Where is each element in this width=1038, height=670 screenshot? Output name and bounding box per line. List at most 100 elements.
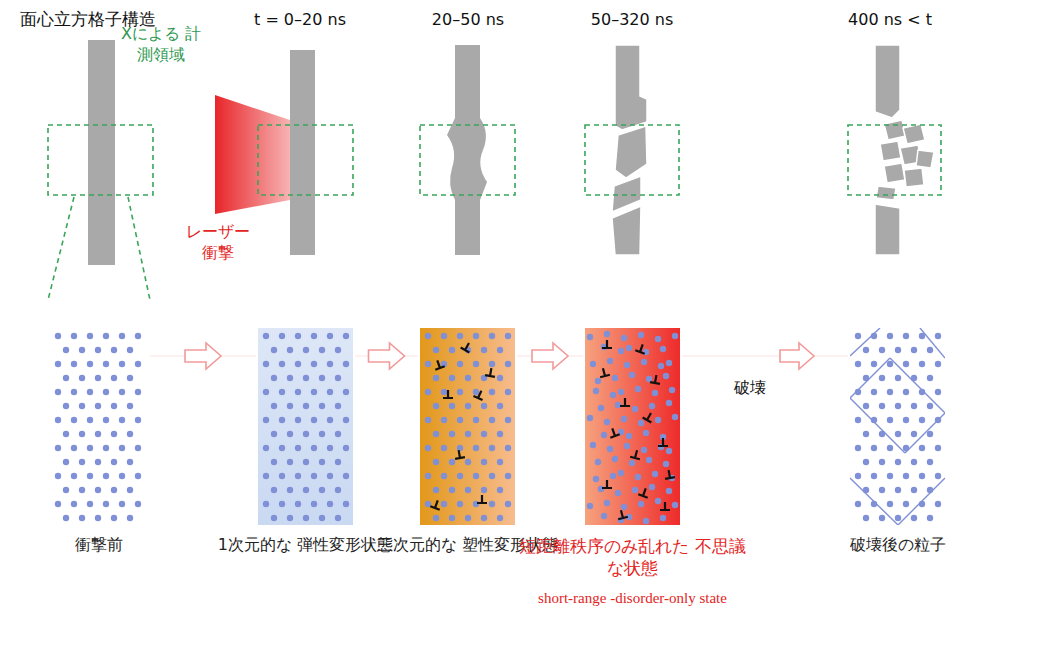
atom — [103, 417, 109, 423]
atom — [303, 487, 309, 493]
time-label: t = 0–20 ns — [240, 10, 360, 31]
atom — [607, 446, 613, 452]
atom — [505, 389, 511, 395]
atom — [610, 473, 616, 479]
atom — [473, 473, 479, 479]
grain-boundary — [850, 328, 880, 356]
atom — [343, 361, 349, 367]
laser-pulse — [215, 95, 290, 214]
atom — [271, 431, 277, 437]
atom — [465, 403, 471, 409]
atom — [55, 361, 61, 367]
zoom-line — [128, 197, 150, 300]
atom — [287, 487, 293, 493]
atom — [335, 375, 341, 381]
atom — [457, 333, 463, 339]
atom — [871, 473, 877, 479]
atom — [103, 333, 109, 339]
atom — [895, 459, 901, 465]
atom — [911, 459, 917, 465]
atom — [335, 431, 341, 437]
atom — [343, 389, 349, 395]
atom — [95, 459, 101, 465]
atom — [335, 459, 341, 465]
atom — [79, 515, 85, 521]
atom — [95, 515, 101, 521]
atom — [481, 487, 487, 493]
atom — [127, 403, 133, 409]
atom — [895, 515, 901, 521]
atom — [303, 375, 309, 381]
atom — [63, 431, 69, 437]
atom — [127, 347, 133, 353]
lattice-panel: 三次元的な 塑性変形状態 — [420, 328, 515, 525]
atom — [919, 417, 925, 423]
atom — [119, 389, 125, 395]
atom — [111, 459, 117, 465]
atom — [497, 403, 503, 409]
atom — [343, 417, 349, 423]
atom — [481, 459, 487, 465]
atom — [311, 445, 317, 451]
atom — [489, 333, 495, 339]
atom — [895, 403, 901, 409]
lattice-atoms — [420, 328, 515, 525]
atom — [441, 445, 447, 451]
atom — [343, 333, 349, 339]
atom — [601, 432, 607, 438]
atom — [287, 347, 293, 353]
atom — [295, 417, 301, 423]
atom — [71, 417, 77, 423]
atom — [927, 403, 933, 409]
atom — [119, 417, 125, 423]
atom — [271, 375, 277, 381]
atom — [79, 375, 85, 381]
dislocation-symbol — [650, 374, 661, 384]
atom — [935, 333, 941, 339]
atom — [672, 414, 678, 420]
atom — [903, 501, 909, 507]
atom — [911, 403, 917, 409]
dislocation-symbol — [630, 449, 642, 459]
arrow-shape — [532, 343, 568, 369]
atom — [863, 487, 869, 493]
atom — [303, 403, 309, 409]
atom — [652, 390, 658, 396]
atom — [319, 487, 325, 493]
atom — [618, 348, 624, 354]
atom — [319, 347, 325, 353]
dislocation-symbol — [477, 495, 487, 503]
atom — [119, 445, 125, 451]
atom — [295, 389, 301, 395]
state-caption: 1次元的な 弾性変形状態 — [206, 535, 406, 556]
atom — [618, 470, 624, 476]
atom — [505, 501, 511, 507]
atom — [449, 459, 455, 465]
atom — [643, 430, 649, 436]
atom — [911, 375, 917, 381]
atom — [879, 403, 885, 409]
atom — [425, 473, 431, 479]
atom — [618, 389, 624, 395]
atom — [263, 389, 269, 395]
lattice-panel: 1次元的な 弾性変形状態 — [258, 328, 353, 525]
atom — [481, 347, 487, 353]
atom — [863, 459, 869, 465]
atom — [79, 403, 85, 409]
atom — [919, 361, 925, 367]
atom — [879, 459, 885, 465]
sample-bar — [88, 40, 115, 265]
atom — [621, 504, 627, 510]
atom — [433, 459, 439, 465]
atom — [319, 403, 325, 409]
atom — [135, 473, 141, 479]
atom — [441, 417, 447, 423]
atom — [587, 503, 593, 509]
atom — [95, 431, 101, 437]
atom — [895, 375, 901, 381]
atom — [489, 473, 495, 479]
atom — [465, 431, 471, 437]
atom — [119, 501, 125, 507]
atom — [55, 417, 61, 423]
atom — [87, 473, 93, 479]
